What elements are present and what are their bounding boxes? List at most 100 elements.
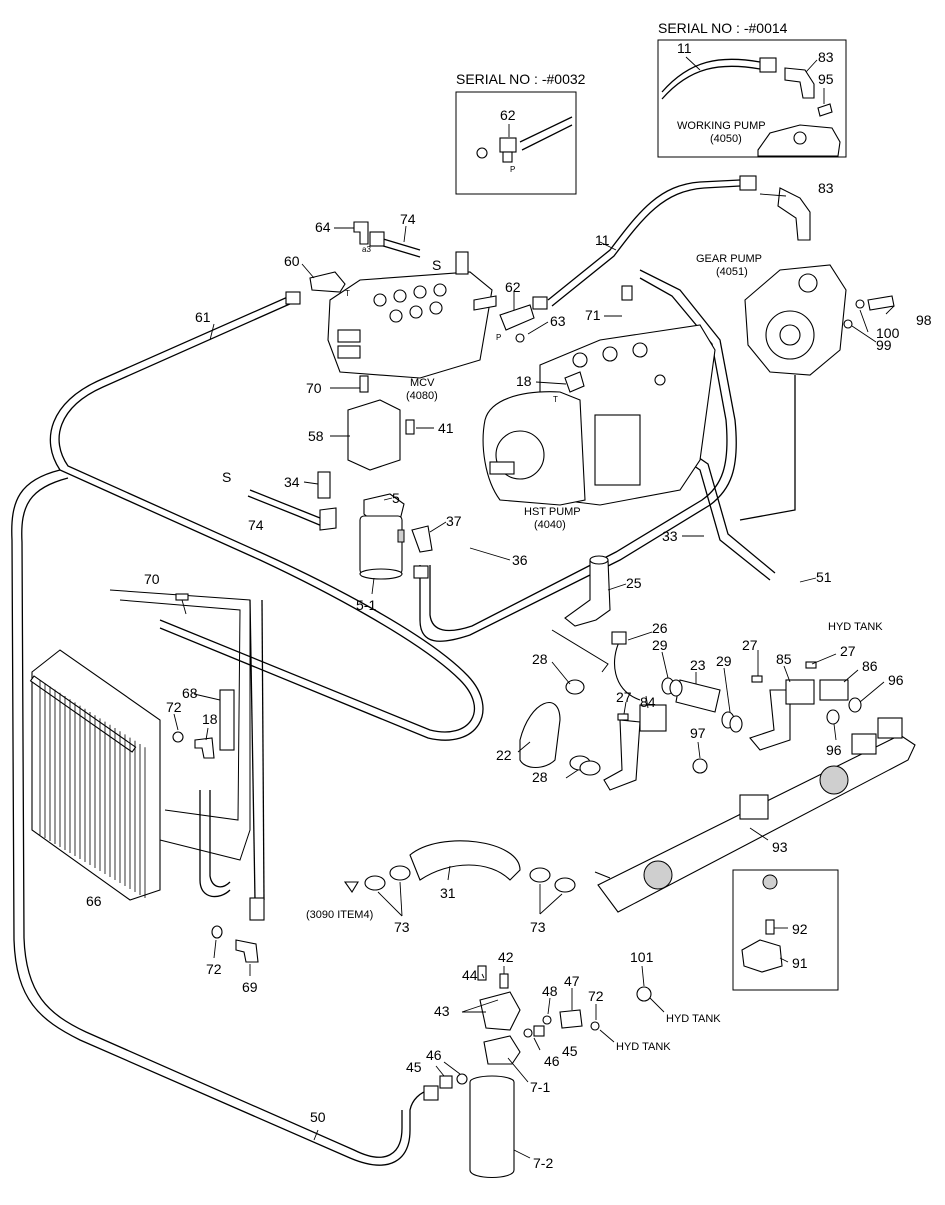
bracket-43	[479, 991, 521, 1031]
mcv-lever	[473, 295, 497, 311]
hose-detail-0032	[519, 116, 573, 143]
leader	[403, 225, 407, 243]
bolt-44	[477, 965, 487, 981]
leader	[539, 893, 563, 915]
clamp-29-d	[729, 715, 743, 733]
hyd-tank-label-33: HYD TANK	[828, 621, 883, 633]
hose-74-end	[369, 231, 385, 247]
part-73-label-a: 73	[394, 919, 410, 935]
insert-title-0014: SERIAL NO : -#0014	[658, 20, 788, 36]
part-11-label-a: 11	[677, 40, 692, 56]
oring-72-b	[211, 925, 223, 939]
pipe-93-flange-a	[739, 794, 769, 820]
leader	[627, 631, 653, 641]
part-7-1-label: 7-1	[530, 1079, 550, 1095]
bracket-58	[347, 399, 401, 471]
leader	[649, 997, 665, 1013]
insert-title-0032: SERIAL NO : -#0032	[456, 71, 586, 87]
leader	[461, 999, 499, 1013]
insert-frame-0032	[455, 91, 577, 195]
leader	[599, 241, 617, 251]
hose-cooler-lower-b	[209, 790, 231, 888]
bolt-92	[765, 919, 775, 935]
return-filter-assembly	[423, 965, 652, 1179]
hose-74-upper	[379, 237, 421, 251]
bolt-27-c	[805, 661, 817, 669]
hose-11-detail-b	[661, 65, 761, 100]
elbow-18-cooler	[194, 737, 215, 759]
pipe-93-flange-b	[851, 733, 877, 755]
leader	[533, 1037, 541, 1051]
leader	[383, 497, 393, 501]
part-71-label: 71	[585, 307, 601, 323]
cooler-shroud-inner	[119, 599, 241, 821]
bolt-27-a	[617, 713, 629, 721]
mcv-port	[433, 283, 447, 297]
port-t-label-mcv: T	[345, 289, 350, 298]
flange-85	[785, 679, 815, 705]
working-pump-label: WORKING PUMP	[677, 120, 766, 132]
part-99-label: 99	[876, 337, 892, 353]
part-46-label-a: 46	[544, 1053, 560, 1069]
insert-serial-0032: SERIAL NO : -#0032 62 P	[455, 71, 586, 195]
insert-frame-0014	[657, 39, 847, 158]
bolt-98	[867, 295, 895, 311]
leader	[859, 681, 885, 703]
clamp-29-b	[669, 679, 683, 697]
working-pump-code: (4050)	[710, 133, 742, 145]
mcv-port	[373, 293, 387, 307]
elbow-83-detail	[784, 67, 815, 99]
insert-bracket	[732, 869, 839, 991]
part-91-label: 91	[792, 955, 808, 971]
leader	[447, 865, 451, 881]
leader	[811, 653, 837, 665]
bolt-41	[405, 419, 415, 435]
bolt-95-detail	[817, 103, 833, 117]
part-29-label-b: 29	[716, 653, 732, 669]
gear-pump-port	[798, 273, 818, 293]
part-74-label-lower: 74	[248, 517, 264, 533]
part-62-label-a: 62	[500, 107, 516, 123]
part-96-label-b: 96	[826, 742, 842, 758]
pipe-93-weld-a	[643, 860, 673, 890]
leader	[885, 305, 895, 315]
part-44-label: 44	[462, 967, 478, 983]
leader	[623, 701, 627, 715]
gear-pump-label: GEAR PUMP	[696, 253, 762, 265]
hose-22	[519, 702, 561, 769]
part-48-label: 48	[542, 983, 558, 999]
flange-86	[819, 679, 849, 701]
hose-cooler-drop-b	[261, 599, 265, 901]
part-74-label-upper: 74	[400, 211, 416, 227]
part-11-label: 11	[595, 232, 610, 248]
leader	[517, 741, 531, 753]
part-28-label-a: 28	[532, 651, 548, 667]
hose-36-edge	[429, 277, 728, 632]
part-50-label: 50	[310, 1109, 326, 1125]
leader	[697, 741, 701, 759]
port-p-label-a: P	[510, 165, 515, 174]
leader	[435, 1065, 445, 1077]
leader	[783, 665, 791, 683]
gear-pump-code: (4051)	[716, 266, 748, 278]
leader	[213, 939, 217, 959]
leader	[469, 547, 511, 561]
part-62-label: 62	[505, 279, 521, 295]
part-45-label-b: 45	[406, 1059, 422, 1075]
oring-96-a	[848, 697, 862, 713]
leader	[535, 381, 567, 385]
hst-pump: T HST PUMP (4040)	[482, 285, 716, 531]
part-25-label: 25	[626, 575, 642, 591]
cooler-core	[31, 649, 161, 901]
elbow-60	[309, 271, 346, 293]
part-46-label-b: 46	[426, 1047, 442, 1063]
hst-port	[632, 342, 648, 358]
part-70-label-cooler: 70	[144, 571, 160, 587]
hose-11-end-mcv	[532, 296, 548, 310]
part-97-label: 97	[690, 725, 706, 741]
leader	[205, 727, 209, 741]
tee-34	[317, 471, 331, 499]
leader	[507, 1057, 529, 1083]
part-83-label-a: 83	[818, 49, 834, 65]
